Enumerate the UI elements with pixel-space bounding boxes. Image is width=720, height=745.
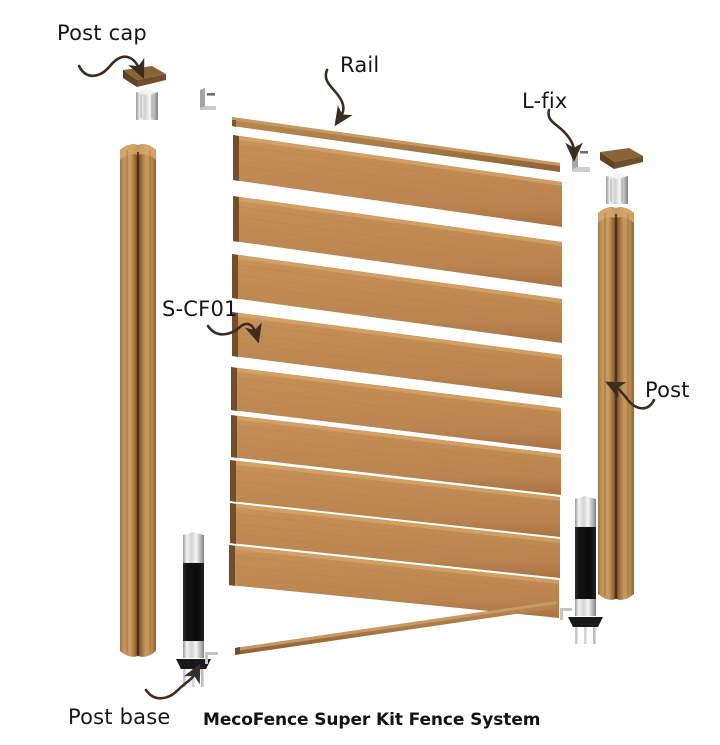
post-base-right bbox=[560, 496, 603, 644]
leader-arrows bbox=[77, 55, 656, 700]
post-sleeve-right bbox=[606, 173, 628, 204]
label-post-base: Post base bbox=[68, 705, 171, 729]
diagram-caption: MecoFence Super Kit Fence System bbox=[203, 710, 541, 730]
fence-board bbox=[231, 415, 562, 495]
fence-boards bbox=[229, 135, 563, 618]
l-fix-top-left bbox=[200, 88, 216, 110]
label-post-cap: Post cap bbox=[57, 21, 147, 45]
label-l-fix: L-fix bbox=[522, 89, 568, 113]
fence-board bbox=[229, 545, 560, 618]
rail-top bbox=[232, 117, 560, 172]
post-base-left bbox=[176, 532, 218, 687]
leader-post bbox=[605, 381, 656, 410]
leader-post-base bbox=[144, 663, 201, 700]
label-post: Post bbox=[645, 378, 690, 402]
fence-board bbox=[233, 196, 563, 287]
fence-board bbox=[232, 312, 563, 398]
fence-board bbox=[233, 135, 563, 227]
fence-board bbox=[232, 254, 563, 343]
leader-post-cap bbox=[77, 55, 145, 80]
fence-board bbox=[231, 367, 562, 450]
leader-rail bbox=[324, 68, 353, 127]
post-cap-right bbox=[600, 148, 643, 169]
fence-board bbox=[230, 503, 561, 578]
post-left bbox=[120, 144, 156, 657]
post-cap-left bbox=[123, 66, 166, 87]
post-right bbox=[598, 207, 634, 600]
label-s-cf01: S-CF01 bbox=[162, 297, 238, 321]
leader-l-fix bbox=[547, 108, 583, 162]
fence-board bbox=[230, 460, 561, 537]
leader-s-cf01 bbox=[206, 322, 262, 344]
label-rail: Rail bbox=[340, 53, 380, 77]
rail-bottom bbox=[235, 601, 557, 655]
post-sleeve-left bbox=[136, 89, 158, 120]
